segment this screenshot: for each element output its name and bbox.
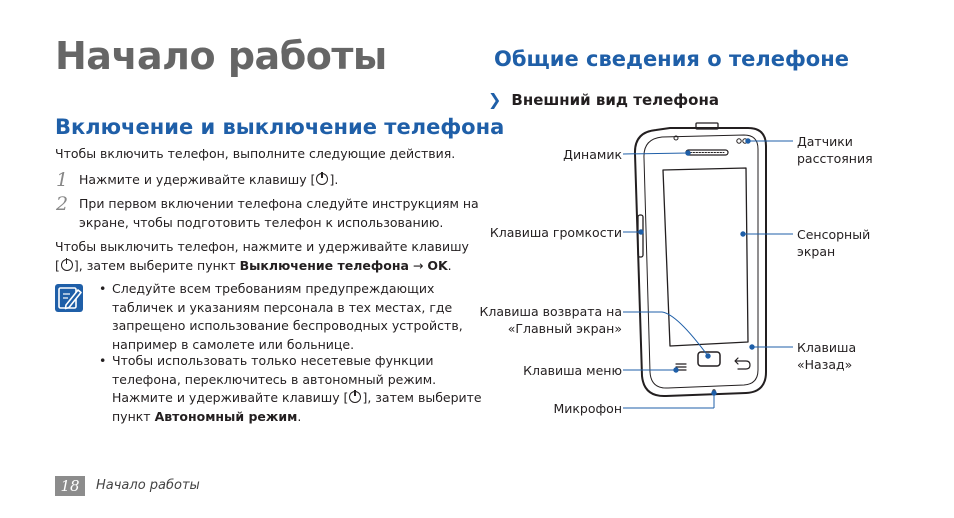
label-proximity-sensors: Датчики расстояния bbox=[797, 133, 873, 167]
note-bullet-2-period: . bbox=[297, 408, 302, 424]
subsection-title-text: Внешний вид телефона bbox=[511, 91, 719, 109]
label-back-key: Клавиша «Назад» bbox=[797, 339, 856, 373]
note-bullet-2-line-4: пункт Автономный режим. bbox=[112, 408, 482, 427]
note-bullet-1: Следуйте всем требованиям предупреждающи… bbox=[112, 280, 463, 354]
label-proximity-line-2: расстояния bbox=[797, 151, 873, 166]
step-2-line-1: При первом включении телефона следуйте и… bbox=[79, 196, 479, 211]
power-off-menu-item: Выключение телефона bbox=[239, 258, 409, 273]
power-off-text: ], затем выберите пункт bbox=[73, 258, 240, 273]
note-bullet-2-line: Чтобы использовать только несетевые функ… bbox=[112, 353, 434, 368]
note-bullet-2-line-3: Нажмите и удерживайте клавишу [ ], затем … bbox=[112, 389, 482, 408]
power-off-line-1: Чтобы выключить телефон, нажмите и удерж… bbox=[55, 239, 469, 254]
note-bullet-2-text-after: ], затем выберите bbox=[362, 390, 482, 405]
section-title-overview: Общие сведения о телефоне bbox=[494, 47, 849, 71]
label-home-key: Клавиша возврата на «Главный экран» bbox=[470, 303, 622, 337]
label-volume-key: Клавиша громкости bbox=[489, 225, 622, 240]
label-microphone: Микрофон bbox=[553, 401, 622, 416]
intro-text: Чтобы включить телефон, выполните следую… bbox=[55, 146, 456, 161]
power-off-bracket-open: [ bbox=[55, 258, 60, 273]
footer-chapter-label: Начало работы bbox=[96, 478, 200, 493]
label-proximity-line-1: Датчики bbox=[797, 134, 853, 149]
label-touch-line-2: экран bbox=[797, 244, 836, 259]
note-bullet-2-last-text: пункт bbox=[112, 408, 155, 424]
label-back-line-1: Клавиша bbox=[797, 340, 857, 355]
label-home-key-line-1: Клавиша возврата на bbox=[479, 304, 622, 319]
bullet-dot-1: • bbox=[99, 281, 107, 296]
note-bullet-1-line: табличек и указаниям персонала в тех мес… bbox=[112, 299, 453, 315]
label-menu-key: Клавиша меню bbox=[523, 363, 622, 378]
note-bullet-1-line: Следуйте всем требованиям предупреждающи… bbox=[112, 281, 435, 296]
power-off-ok: OK bbox=[427, 258, 448, 273]
power-icon bbox=[60, 258, 73, 271]
step-number-1: 1 bbox=[56, 169, 69, 191]
label-back-line-2: «Назад» bbox=[797, 357, 853, 372]
note-bullet-1-line: например в самолете или больнице. bbox=[112, 336, 355, 352]
note-bullet-1-line: запрещено использование беспроводных уст… bbox=[112, 318, 463, 333]
power-off-line-2: [ ], затем выберите пункт Выключение теле… bbox=[55, 256, 452, 275]
step-2-line-2: экране, чтобы подготовить телефон к испо… bbox=[79, 215, 444, 230]
label-touch-line-1: Сенсорный bbox=[797, 227, 871, 242]
chapter-title: Начало работы bbox=[55, 34, 387, 78]
note-bullet-2-text: Нажмите и удерживайте клавишу [ bbox=[112, 390, 349, 405]
note-bullet-2-line: телефона, переключитесь в автономный реж… bbox=[112, 371, 437, 387]
power-icon bbox=[316, 172, 329, 185]
page-number: 18 bbox=[55, 476, 85, 496]
label-home-key-line-2: «Главный экран» bbox=[507, 321, 622, 336]
note-pencil-icon bbox=[55, 284, 83, 312]
subsection-title: ❯ Внешний вид телефона bbox=[488, 90, 719, 109]
step-1-text-after: ]. bbox=[329, 172, 339, 187]
power-icon bbox=[349, 390, 362, 403]
phone-diagram bbox=[622, 122, 793, 409]
label-touch-screen: Сенсорный экран bbox=[797, 226, 870, 260]
section-title-power: Включение и выключение телефона bbox=[55, 115, 505, 139]
power-off-period: . bbox=[447, 258, 452, 273]
note-bullet-2-menu-item: Автономный режим bbox=[154, 408, 298, 424]
step-1-text-before: Нажмите и удерживайте клавишу [ bbox=[79, 172, 316, 187]
step-number-2: 2 bbox=[56, 193, 69, 215]
power-off-arrow: → bbox=[408, 258, 428, 273]
step-1-text: Нажмите и удерживайте клавишу []. bbox=[79, 170, 338, 189]
bullet-dot-2: • bbox=[99, 353, 107, 368]
note-bullet-2: Чтобы использовать только несетевые функ… bbox=[112, 352, 482, 426]
label-speaker: Динамик bbox=[563, 147, 622, 162]
chevron-right-icon: ❯ bbox=[488, 90, 502, 109]
